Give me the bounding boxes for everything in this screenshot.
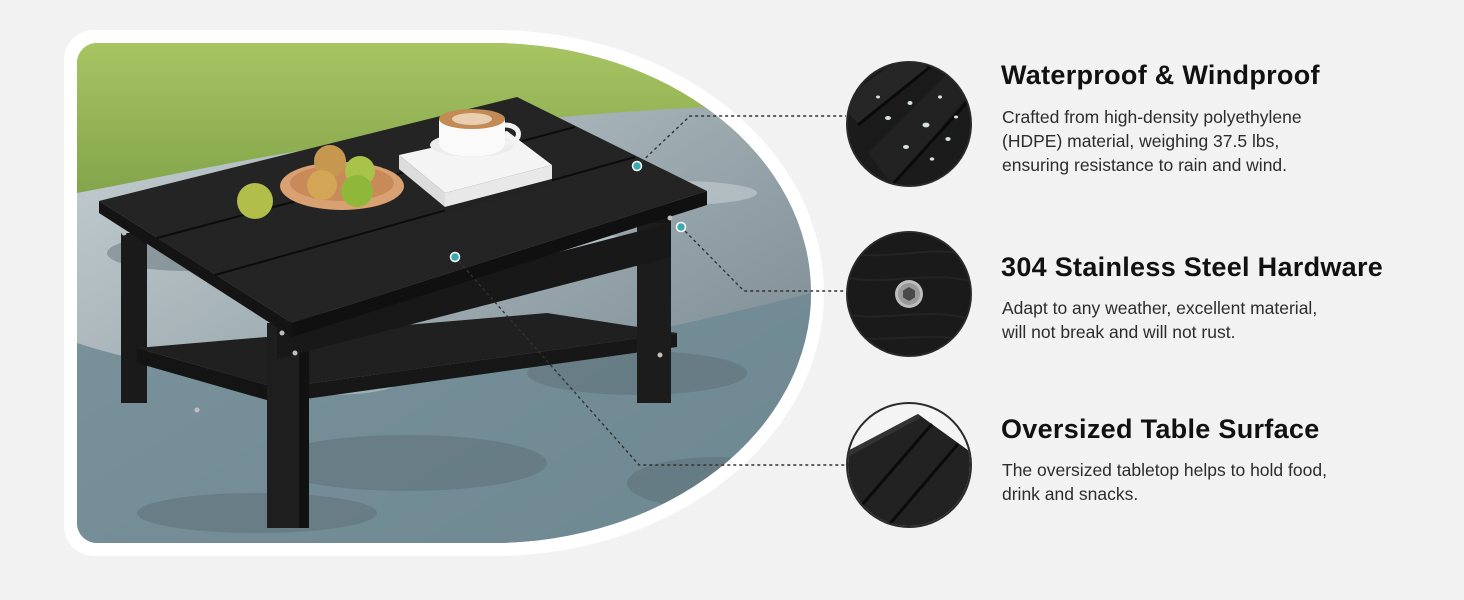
hex-screw-icon (846, 231, 972, 357)
feature-description-line: The oversized tabletop helps to hold foo… (1002, 460, 1327, 480)
table-surface-icon (846, 402, 972, 528)
feature-title: Waterproof & Windproof (1001, 60, 1320, 90)
feature-description-line: drink and snacks. (1002, 484, 1139, 504)
product-photo (77, 43, 811, 543)
feature-description: The oversized tabletop helps to hold foo… (1002, 458, 1442, 506)
feature-description: Adapt to any weather, excellent material… (1002, 296, 1442, 344)
feature-description-line: will not break and will not rust. (1002, 322, 1236, 342)
feature-title: Oversized Table Surface (1001, 414, 1320, 444)
water-droplets-icon (846, 61, 972, 187)
feature-description-line: (HDPE) material, weighing 37.5 lbs, (1002, 131, 1280, 151)
feature-description: Crafted from high-density polyethylene (… (1002, 105, 1442, 177)
feature-description-line: ensuring resistance to rain and wind. (1002, 155, 1288, 175)
feature-description-line: Crafted from high-density polyethylene (1002, 107, 1302, 127)
table-illustration (77, 43, 811, 543)
feature-title: 304 Stainless Steel Hardware (1001, 252, 1384, 282)
feature-description-line: Adapt to any weather, excellent material… (1002, 298, 1318, 318)
